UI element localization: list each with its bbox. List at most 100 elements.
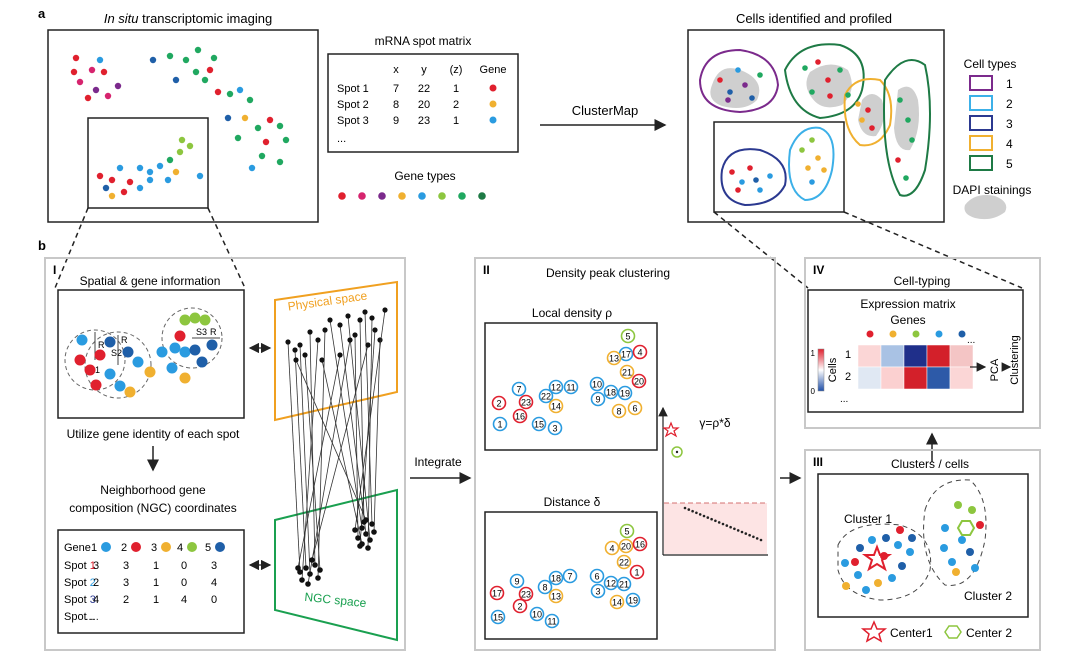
- spot-dot: [76, 78, 84, 86]
- numbered-spot: [590, 391, 606, 407]
- physical-point: [377, 337, 383, 343]
- spot-dot: [176, 148, 184, 156]
- spot-dot: [206, 339, 218, 351]
- numbered-spot: [632, 536, 648, 552]
- spot-dot: [241, 114, 249, 122]
- spot-number: 6: [594, 571, 599, 581]
- ngc-point: [309, 557, 315, 563]
- physical-point: [345, 313, 351, 319]
- spot-dot: [266, 116, 274, 124]
- insitu-title-rest: transcriptomic imaging: [139, 11, 273, 26]
- physical-space-plane: [274, 280, 398, 422]
- mapping-line: [311, 344, 369, 561]
- gamma-point: [755, 537, 759, 540]
- numbered-spot: [603, 384, 619, 400]
- row-label-2: 2: [845, 371, 851, 383]
- numbered-spot: [512, 408, 528, 424]
- spot-dot: [166, 52, 174, 60]
- cell-outlines: [698, 43, 931, 213]
- gamma-point: [744, 532, 748, 535]
- matrix-spot-label: Spot 3: [337, 115, 369, 127]
- spot-dot: [799, 147, 805, 153]
- ngc-cell: 3: [123, 577, 129, 589]
- celltype-swatch: [969, 75, 993, 91]
- matrix-title: mRNA spot matrix: [375, 34, 472, 48]
- spot-dot: [194, 46, 202, 54]
- numbered-spot: [548, 379, 564, 395]
- spot-dot: [172, 76, 180, 84]
- spot-number: 10: [532, 609, 542, 619]
- spot-dot: [739, 179, 745, 185]
- zoom-line-left: [54, 207, 89, 289]
- gamma-threshold-band: [664, 503, 767, 554]
- spot-dot: [179, 346, 191, 358]
- cell-outline-type5b: [883, 59, 931, 197]
- gamma-point: [752, 535, 755, 539]
- spot-number: 23: [521, 589, 531, 599]
- spot-number: 18: [551, 573, 561, 583]
- numbered-spot: [609, 594, 625, 610]
- spot-number: 21: [619, 579, 629, 589]
- spot-number: 4: [609, 543, 614, 553]
- physical-point: [362, 309, 368, 315]
- ngc-point: [352, 527, 358, 533]
- ngc-point: [363, 517, 369, 523]
- gamma-center-circle: [671, 446, 683, 458]
- ngc-row-label: Spot 3: [64, 594, 96, 606]
- insitu-image-frame: [47, 29, 319, 223]
- physical-point: [357, 317, 363, 323]
- dapi-label: DAPI stainings: [953, 183, 1032, 197]
- spot-dot: [104, 92, 112, 100]
- spot-dot: [869, 125, 875, 131]
- physical-point: [322, 327, 328, 333]
- spot-dot: [100, 68, 108, 76]
- gamma-point: [698, 513, 702, 516]
- spot-dot: [958, 536, 966, 544]
- spot-dot: [747, 165, 753, 171]
- celltype-label: 4: [1006, 137, 1013, 151]
- spot-dot: [92, 86, 100, 94]
- spot-dot: [226, 90, 234, 98]
- dapi-blob: [710, 68, 760, 108]
- spot-dot: [90, 379, 102, 391]
- spot-number: 9: [595, 394, 600, 404]
- expression-gene-dot: [912, 330, 920, 338]
- spot-dot: [70, 68, 78, 76]
- mapping-line: [317, 329, 326, 579]
- spot-dot: [186, 142, 194, 150]
- spot-dot: [952, 568, 960, 576]
- distance-title: Distance δ: [544, 495, 601, 509]
- spot-number: 13: [551, 591, 561, 601]
- matrix-headers: x y (z) Gene: [393, 64, 506, 76]
- spot-number: 7: [567, 571, 572, 581]
- cell-outline-type3: [720, 148, 787, 207]
- gamma-point: [721, 522, 725, 526]
- zoom-line-cells-left: [713, 211, 809, 289]
- integrate-label: Integrate: [414, 455, 462, 469]
- numbered-spot: [563, 379, 579, 395]
- spot-dot: [166, 156, 174, 164]
- center2-label: Center 2: [966, 626, 1012, 640]
- spot-dot: [146, 176, 154, 184]
- spot-dot: [214, 88, 222, 96]
- ngc-title-1: Neighborhood gene: [100, 483, 206, 497]
- spot-dot: [735, 187, 741, 193]
- spot-dot: [196, 172, 204, 180]
- matrix-row-2: Spot 2 8 20 2: [337, 99, 497, 111]
- celltype-label: 2: [1006, 97, 1013, 111]
- numbered-spot: [538, 388, 554, 404]
- cluster-1-outline: [837, 523, 932, 601]
- numbered-spot: [616, 554, 632, 570]
- neighborhood-circle: [161, 307, 223, 369]
- ngc-cell: 4: [93, 594, 99, 606]
- dapi-blob: [858, 94, 884, 137]
- ngc-cell: 2: [93, 577, 99, 589]
- ngc-point: [365, 545, 371, 551]
- cluster-spots: [841, 501, 984, 594]
- spot-dot: [966, 548, 974, 556]
- physical-point: [319, 357, 325, 363]
- gamma-point: [687, 508, 691, 511]
- section-I-frame: [44, 257, 406, 651]
- ngc-cell: 3: [211, 560, 217, 572]
- mapping-line: [297, 354, 341, 569]
